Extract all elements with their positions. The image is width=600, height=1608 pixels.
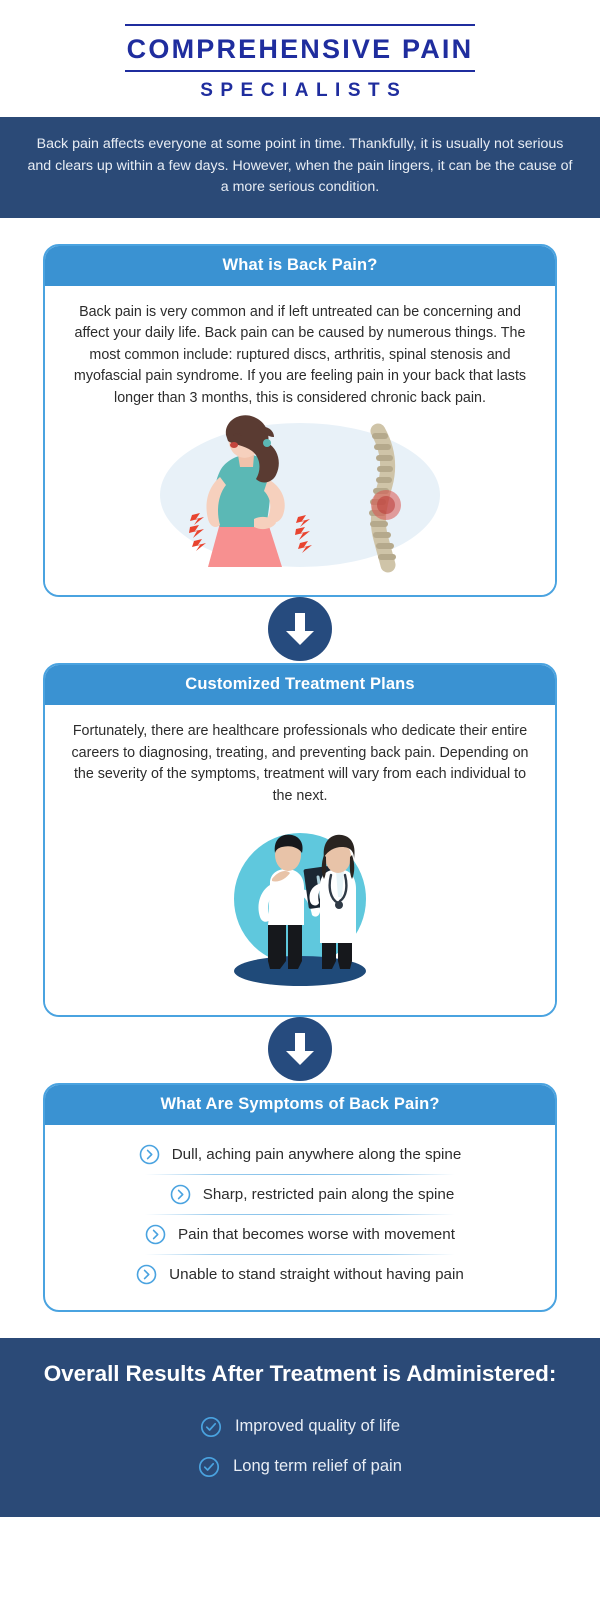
brand-header: COMPREHENSIVE PAIN SPECIALISTS bbox=[0, 0, 600, 102]
symptom-label: Sharp, restricted pain along the spine bbox=[202, 1185, 455, 1203]
results-footer: Overall Results After Treatment is Admin… bbox=[0, 1337, 600, 1517]
arrow-down-glyph bbox=[286, 613, 314, 646]
footer-title: Overall Results After Treatment is Admin… bbox=[43, 1360, 557, 1386]
illustration-wrap-2 bbox=[67, 807, 533, 1005]
chevron-right-circle-icon bbox=[145, 1224, 166, 1245]
check-circle-icon bbox=[200, 1416, 222, 1438]
section-card-what-is-back-pain: What is Back Pain? Back pain is very com… bbox=[43, 244, 557, 598]
section-body-1: Back pain is very common and if left unt… bbox=[45, 286, 555, 596]
symptom-label: Unable to stand straight without having … bbox=[169, 1265, 464, 1283]
intro-text: Back pain affects everyone at some point… bbox=[27, 136, 573, 196]
footer-results-list: Improved quality of life Long term relie… bbox=[24, 1407, 576, 1487]
section-connector-1 bbox=[0, 597, 600, 663]
section-paragraph-2: Fortunately, there are healthcare profes… bbox=[71, 723, 529, 804]
symptom-label: Dull, aching pain anywhere along the spi… bbox=[171, 1145, 462, 1163]
logo-rule-top bbox=[125, 24, 475, 26]
result-label: Improved quality of life bbox=[234, 1417, 401, 1436]
chevron-right-circle-icon bbox=[170, 1184, 191, 1205]
list-divider bbox=[145, 1173, 455, 1175]
section-card-symptoms-of-back-pain: What Are Symptoms of Back Pain? Dull, ac… bbox=[43, 1082, 557, 1312]
section-connector-2 bbox=[0, 1016, 600, 1083]
check-circle-icon bbox=[198, 1456, 220, 1478]
chevron-right-circle-icon bbox=[139, 1144, 160, 1165]
symptom-label: Pain that becomes worse with movement bbox=[178, 1225, 455, 1243]
arrow-down-glyph bbox=[286, 1032, 314, 1065]
brand-title-line2: SPECIALISTS bbox=[200, 80, 408, 102]
intro-band: Back pain affects everyone at some point… bbox=[0, 117, 600, 219]
list-item[interactable]: Long term relief of pain bbox=[24, 1447, 576, 1487]
list-divider bbox=[145, 1253, 455, 1255]
section-title-3: What Are Symptoms of Back Pain? bbox=[45, 1084, 555, 1125]
list-item[interactable]: Sharp, restricted pain along the spine bbox=[63, 1175, 537, 1214]
section-paragraph-1: Back pain is very common and if left unt… bbox=[73, 304, 527, 406]
list-item[interactable]: Unable to stand straight without having … bbox=[63, 1255, 537, 1294]
logo-rule-bottom bbox=[125, 70, 475, 73]
section-body-2: Fortunately, there are healthcare profes… bbox=[45, 705, 555, 1015]
chevron-right-circle-icon bbox=[136, 1264, 157, 1285]
brand-title-line1: COMPREHENSIVE PAIN bbox=[126, 34, 474, 64]
content-sections: What is Back Pain? Back pain is very com… bbox=[0, 218, 600, 1338]
woman-back-pain-spine-icon bbox=[160, 415, 440, 573]
section-title-2: Customized Treatment Plans bbox=[45, 665, 555, 706]
result-label: Long term relief of pain bbox=[233, 1457, 402, 1476]
doctor-patient-xray-icon bbox=[234, 832, 366, 986]
symptom-list: Dull, aching pain anywhere along the spi… bbox=[45, 1125, 555, 1310]
list-divider bbox=[145, 1213, 455, 1215]
illustration-wrap-1 bbox=[67, 409, 533, 585]
list-item[interactable]: Dull, aching pain anywhere along the spi… bbox=[63, 1135, 537, 1174]
list-item[interactable]: Improved quality of life bbox=[24, 1407, 576, 1447]
section-card-customized-treatment-plans: Customized Treatment Plans Fortunately, … bbox=[43, 663, 557, 1017]
arrow-down-icon bbox=[268, 1016, 332, 1081]
list-item[interactable]: Pain that becomes worse with movement bbox=[63, 1215, 537, 1254]
section-title-1: What is Back Pain? bbox=[45, 246, 555, 287]
arrow-down-icon bbox=[268, 597, 332, 662]
